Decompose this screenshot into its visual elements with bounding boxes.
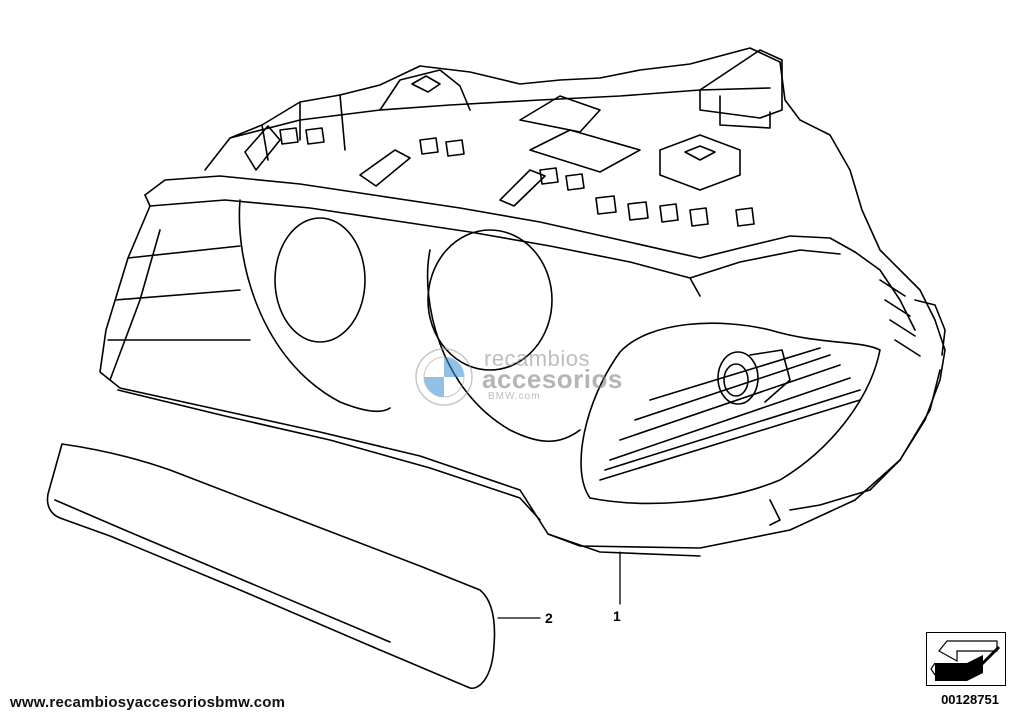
- watermark-line-1: recambios: [484, 346, 590, 371]
- watermark: recambios accesorios BMW.com: [418, 346, 638, 408]
- bmw-roundel-icon: [415, 348, 473, 406]
- watermark-line-3: BMW.com: [488, 391, 541, 402]
- part-label-2: 2: [545, 610, 553, 626]
- arrow-down-left-icon: [930, 640, 1001, 681]
- website-url: www.recambiosyaccesoriosbmw.com: [10, 694, 286, 711]
- watermark-line-2: accesorios: [482, 364, 623, 394]
- diagram-id: 00128751: [941, 692, 999, 707]
- part-label-1: 1: [613, 608, 621, 624]
- orientation-box: [926, 632, 1006, 686]
- trim-strip: [46, 443, 541, 689]
- headlight-assembly: [99, 47, 946, 605]
